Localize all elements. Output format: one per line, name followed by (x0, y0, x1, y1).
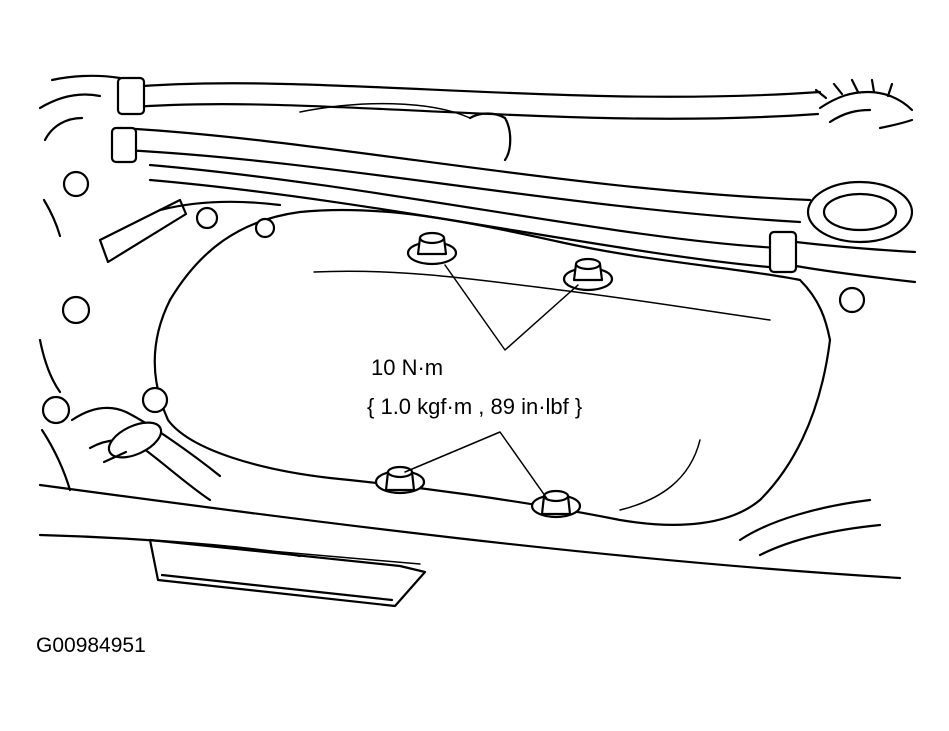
bolt-bottom-right (530, 489, 582, 519)
bolt-icon (41, 170, 866, 425)
bolt-bottom-left (374, 465, 426, 495)
bolt-top-left (406, 231, 458, 266)
front-panel (38, 483, 902, 608)
bolt-top-right (562, 257, 614, 292)
torque-value-metric: 10 N·m (371, 355, 444, 380)
hose-icon (110, 76, 917, 284)
figure-id: G00984951 (36, 634, 146, 657)
leader-lines (404, 264, 579, 501)
torque-value-converted: { 1.0 kgf·m , 89 in·lbf } (367, 394, 583, 419)
hose-clamp-icon (70, 406, 222, 502)
oil-filler-cap-icon (806, 78, 914, 244)
engine-block-outline (38, 74, 512, 492)
engine-cover (153, 208, 832, 526)
